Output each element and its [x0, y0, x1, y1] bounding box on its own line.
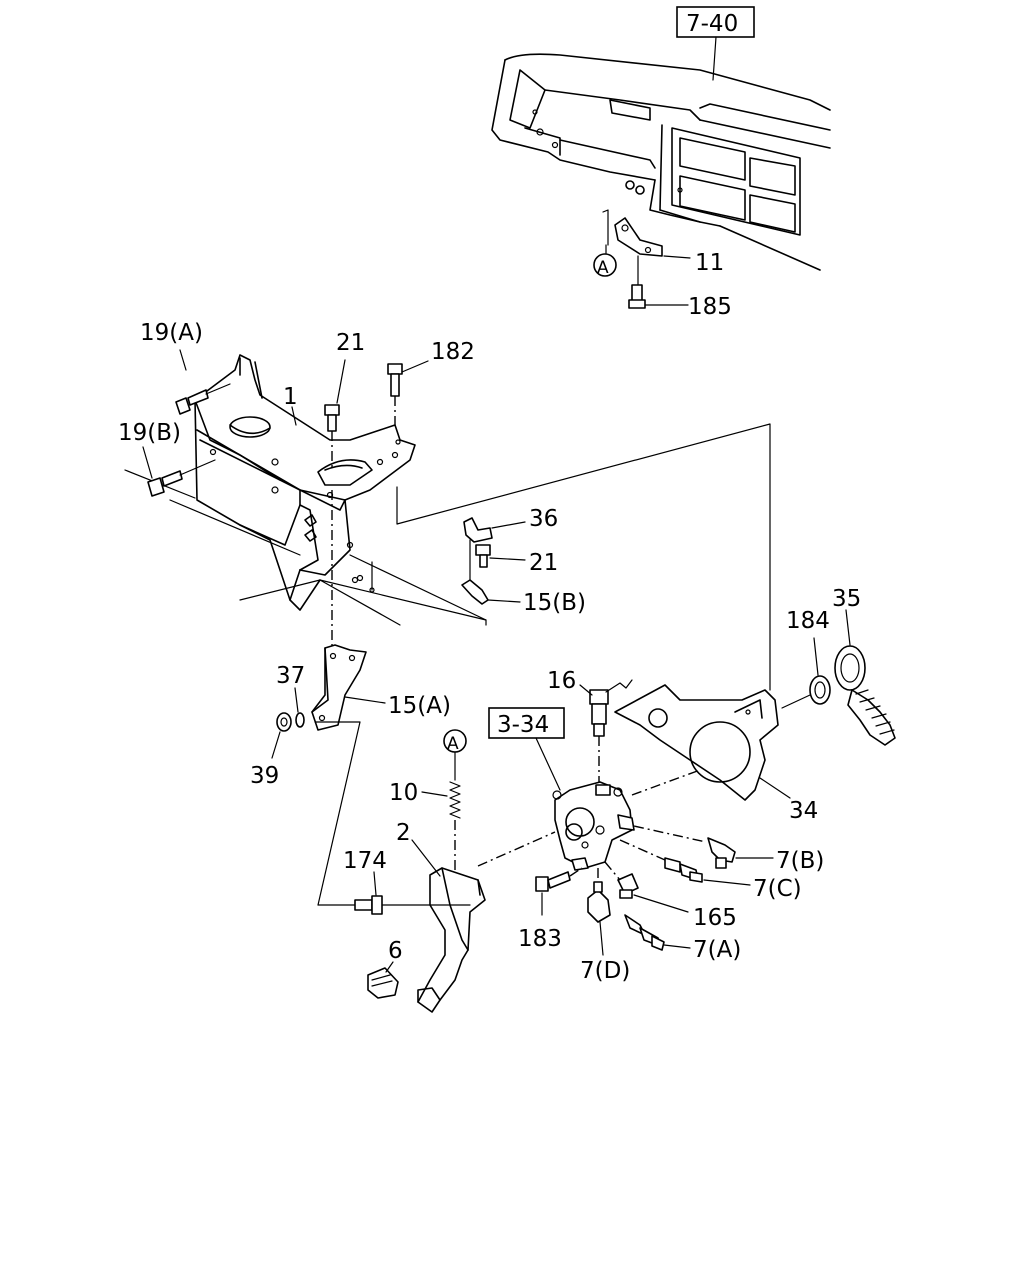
part-34-bracket [614, 684, 779, 801]
part-182-bolt [387, 363, 403, 425]
callout-15b: 15(B) [523, 590, 586, 616]
ref-box-7-40 [676, 6, 755, 38]
part-7b-fitting [707, 837, 736, 869]
callout-11: 11 [695, 250, 724, 276]
valve-assembly [552, 781, 635, 871]
part-16-switch [589, 679, 633, 790]
callout-2: 2 [396, 820, 411, 846]
part-165-fitting [617, 873, 639, 899]
callout-1: 1 [283, 384, 298, 410]
callout-10: 10 [389, 780, 418, 806]
part-21-bolt-lower [475, 544, 491, 568]
callout-21-lower: 21 [529, 550, 558, 576]
callout-184: 184 [786, 608, 830, 634]
callout-19a: 19(A) [140, 320, 203, 346]
part-11-bracket [602, 209, 663, 257]
callout-6: 6 [388, 938, 403, 964]
part-6-pedal-pad [367, 967, 399, 999]
marker-a-circle-top [593, 253, 617, 277]
part-185-bolt [628, 255, 646, 309]
part-2-pedal [379, 867, 486, 1013]
part-15a-bracket [311, 644, 367, 731]
ref-box-3-34 [488, 707, 565, 739]
callout-7a: 7(A) [693, 937, 741, 963]
callout-174: 174 [343, 848, 387, 874]
callout-7d: 7(D) [580, 958, 630, 984]
callout-182: 182 [431, 339, 475, 365]
callout-185: 185 [688, 294, 732, 320]
callout-35: 35 [832, 586, 861, 612]
callout-15a: 15(A) [388, 693, 451, 719]
marker-a-top: A [597, 258, 609, 278]
part-35-boot [834, 645, 896, 746]
part-15b-bracket [461, 579, 489, 605]
part-39-nut [276, 712, 292, 732]
marker-a-bottom: A [447, 734, 459, 754]
callout-37: 37 [276, 663, 305, 689]
callout-39: 39 [250, 763, 279, 789]
part-7a-fitting [624, 914, 665, 951]
callout-16: 16 [547, 668, 576, 694]
part-19a-bolt [175, 383, 231, 415]
callout-183: 183 [518, 926, 562, 952]
callout-19b: 19(B) [118, 420, 181, 446]
callout-21-upper: 21 [336, 330, 365, 356]
callout-36: 36 [529, 506, 558, 532]
part-184-seal [809, 675, 831, 705]
part-36-clip [463, 517, 493, 543]
part-7c-fitting [664, 857, 703, 883]
part-174-bolt [354, 895, 383, 915]
callout-7c: 7(C) [753, 876, 802, 902]
callout-7b: 7(B) [776, 848, 824, 874]
part-183-bolt [535, 871, 571, 892]
callout-34: 34 [789, 798, 818, 824]
part-7d-fitting [587, 881, 611, 923]
dashboard-panel [491, 53, 831, 271]
part-1-pedal-bracket [194, 354, 416, 611]
ref-label-7-40: 7-40 [686, 11, 738, 37]
part-37-washer [295, 712, 305, 728]
ref-label-3-34: 3-34 [497, 712, 549, 738]
callout-165: 165 [693, 905, 737, 931]
part-10-spring [449, 781, 461, 819]
part-21-bolt-upper [324, 404, 340, 470]
part-19b-bolt [147, 459, 216, 497]
